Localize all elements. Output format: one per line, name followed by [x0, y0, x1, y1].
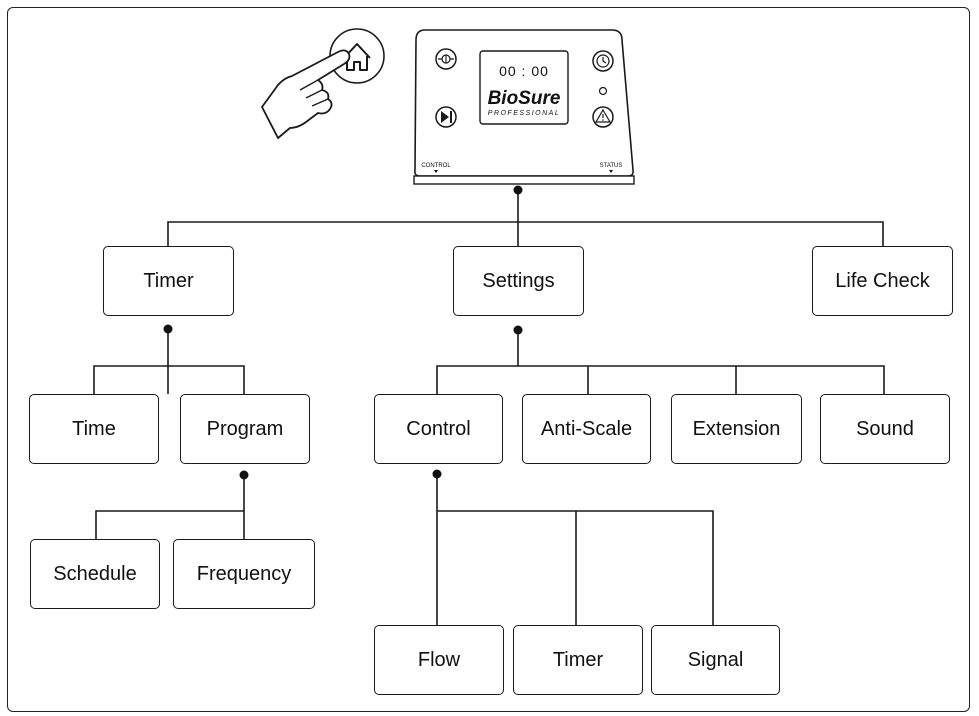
drain-valve-icon[interactable] [435, 48, 457, 70]
brand-subtitle: PROFESSIONAL [488, 110, 560, 117]
brand-logo: BioSure [488, 88, 561, 109]
connector-dot [513, 325, 523, 335]
connector-dot [513, 185, 523, 195]
menu-node-program[interactable]: Program [180, 394, 310, 464]
menu-node-control-timer[interactable]: Timer [513, 625, 643, 695]
connector-dot [432, 469, 442, 479]
pointing-hand-icon [261, 49, 351, 139]
connector-dot [239, 470, 249, 480]
menu-node-signal[interactable]: Signal [651, 625, 780, 695]
menu-node-flow[interactable]: Flow [374, 625, 504, 695]
diagram-frame [7, 7, 970, 712]
menu-node-frequency[interactable]: Frequency [173, 539, 315, 609]
menu-node-time[interactable]: Time [29, 394, 159, 464]
menu-node-life-check[interactable]: Life Check [812, 246, 953, 316]
status-led [598, 86, 608, 96]
time-display: 00 : 00 [499, 63, 549, 79]
menu-node-timer[interactable]: Timer [103, 246, 234, 316]
menu-node-extension[interactable]: Extension [671, 394, 802, 464]
control-label: CONTROL [421, 163, 451, 169]
connector-dot [163, 324, 173, 334]
menu-node-anti-scale[interactable]: Anti-Scale [522, 394, 651, 464]
clock-icon[interactable] [592, 50, 614, 72]
menu-node-control[interactable]: Control [374, 394, 503, 464]
status-label: STATUS [600, 163, 623, 169]
play-pause-icon[interactable] [435, 106, 457, 128]
menu-node-schedule[interactable]: Schedule [30, 539, 160, 609]
menu-node-sound[interactable]: Sound [820, 394, 950, 464]
menu-node-settings[interactable]: Settings [453, 246, 584, 316]
device-screen [479, 50, 569, 125]
warning-icon[interactable] [592, 106, 614, 128]
